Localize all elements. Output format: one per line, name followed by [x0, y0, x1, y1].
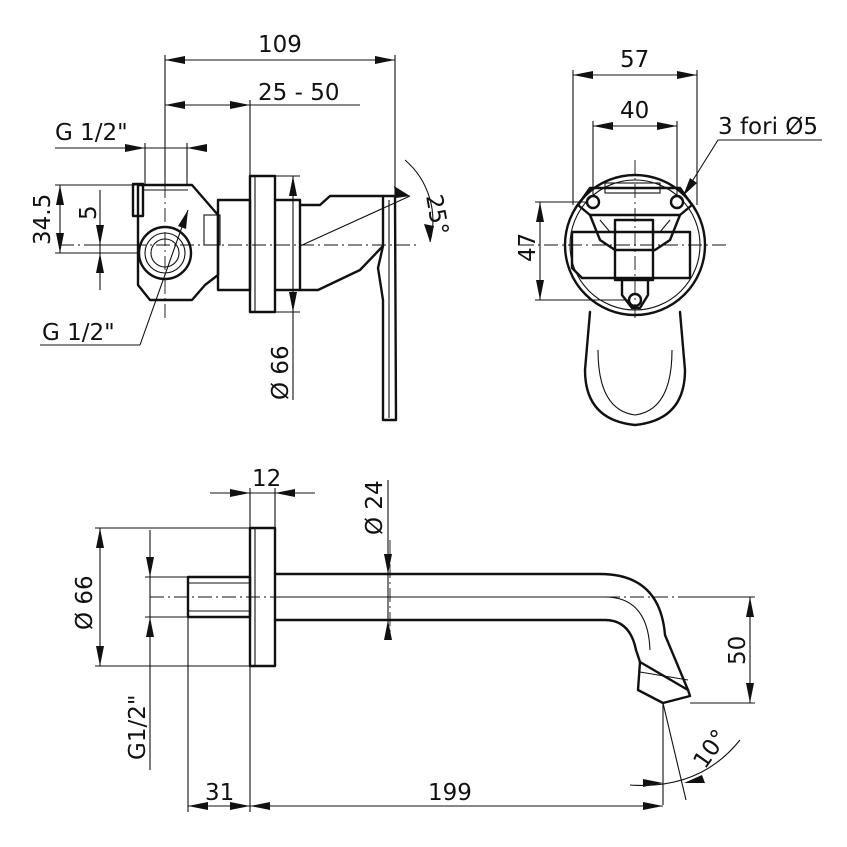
dim-angle-25: 25° — [420, 193, 453, 238]
dim-text-side-view: 109 25 - 50 G 1/2" 34.5 5 G 1/2" Ø 66 25… — [30, 32, 453, 400]
dim-plate-diameter-bottom: Ø 66 — [72, 575, 98, 630]
dim-lines-front-view — [535, 70, 822, 301]
dim-thread-top: G 1/2" — [55, 120, 128, 146]
dim-plate-diameter-top: Ø 66 — [268, 345, 294, 400]
dim-12: 12 — [252, 466, 281, 492]
dim-47: 47 — [515, 233, 541, 262]
dim-50: 50 — [725, 636, 751, 665]
dim-thread-g12: G1/2" — [125, 695, 151, 760]
mixer-side-view — [60, 159, 434, 422]
mixer-front-view — [520, 160, 730, 427]
dim-57: 57 — [620, 47, 649, 73]
dim-5: 5 — [76, 205, 102, 220]
dim-40: 40 — [620, 98, 649, 124]
dim-angle-10: 10° — [689, 725, 734, 773]
dim-text-front-view: 57 40 3 fori Ø5 47 — [515, 47, 818, 262]
dim-lines-side-view — [40, 55, 434, 400]
dim-199: 199 — [428, 780, 472, 806]
dim-34-5: 34.5 — [30, 194, 56, 245]
spout-side-view — [150, 526, 692, 705]
dim-25-50: 25 - 50 — [258, 80, 339, 106]
dim-109: 109 — [258, 32, 302, 58]
note-holes: 3 fori Ø5 — [718, 114, 818, 140]
dim-lines-spout-view — [95, 480, 755, 812]
dim-thread-bottom: G 1/2" — [42, 320, 115, 346]
dim-spout-diameter: Ø 24 — [362, 480, 388, 535]
dim-31: 31 — [205, 780, 234, 806]
